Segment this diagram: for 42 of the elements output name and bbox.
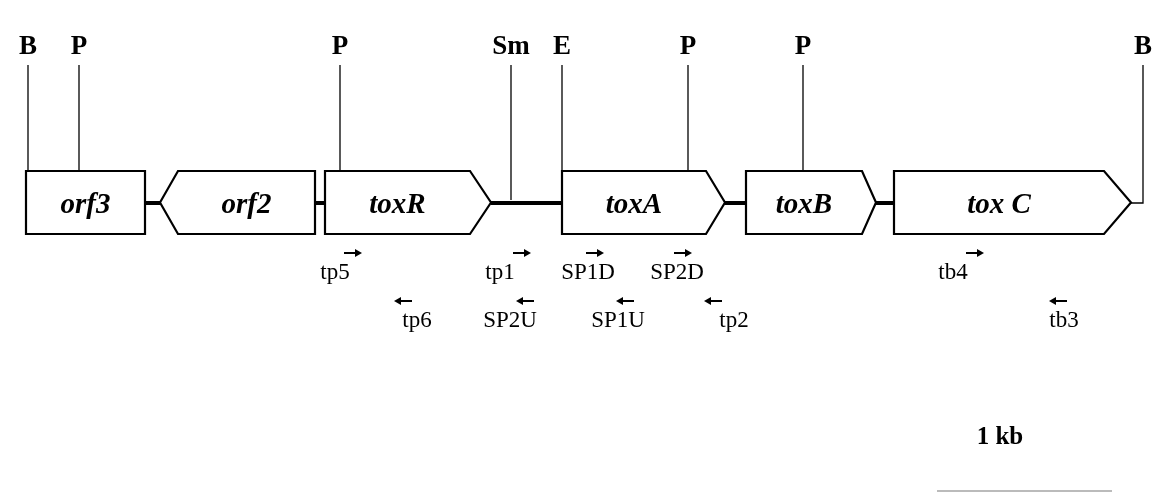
gene-block bbox=[160, 171, 315, 234]
restriction-site-label: E bbox=[553, 30, 571, 60]
scale-label: 1 kb bbox=[976, 423, 1024, 449]
dna-backbone bbox=[725, 201, 746, 205]
primer-label: SP1U bbox=[591, 307, 645, 333]
leader-line bbox=[78, 64, 80, 172]
primer-label: tp6 bbox=[402, 307, 432, 333]
restriction-site-label: B bbox=[1134, 30, 1152, 60]
gene-block bbox=[562, 171, 725, 234]
leader-line bbox=[27, 64, 29, 172]
gene-label: tox C bbox=[966, 186, 1032, 219]
restriction-site-label: P bbox=[331, 30, 349, 60]
primer-label: SP2U bbox=[483, 307, 537, 333]
leader-line bbox=[561, 64, 563, 172]
restriction-site-label: P bbox=[679, 30, 697, 60]
gene-label: toxA bbox=[604, 186, 664, 219]
primer-label: tp2 bbox=[719, 307, 749, 333]
leader-line bbox=[802, 64, 804, 172]
leader-line bbox=[339, 64, 341, 172]
restriction-site-label: P bbox=[70, 30, 88, 60]
leader-line bbox=[687, 64, 689, 172]
leader-line bbox=[1130, 64, 1144, 204]
gene-block bbox=[746, 171, 876, 234]
gene-label: orf3 bbox=[59, 186, 112, 219]
gene-block bbox=[894, 171, 1131, 234]
dna-backbone bbox=[876, 201, 894, 205]
gene-block bbox=[26, 171, 145, 234]
primer-label: SP1D bbox=[561, 259, 615, 285]
dna-backbone bbox=[491, 201, 562, 205]
gene-label: toxR bbox=[368, 186, 427, 219]
primer-label: tb3 bbox=[1049, 307, 1079, 333]
gene-block bbox=[325, 171, 491, 234]
primer-label: SP2D bbox=[650, 259, 704, 285]
restriction-site-label: P bbox=[794, 30, 812, 60]
primer-label: tp1 bbox=[485, 259, 515, 285]
primer-label: tp5 bbox=[320, 259, 350, 285]
primer-label: tb4 bbox=[938, 259, 968, 285]
leader-line bbox=[510, 64, 512, 201]
gene-label: toxB bbox=[774, 186, 834, 219]
restriction-site-label: Sm bbox=[492, 30, 530, 60]
gene-label: orf2 bbox=[220, 186, 273, 219]
restriction-site-label: B bbox=[19, 30, 37, 60]
